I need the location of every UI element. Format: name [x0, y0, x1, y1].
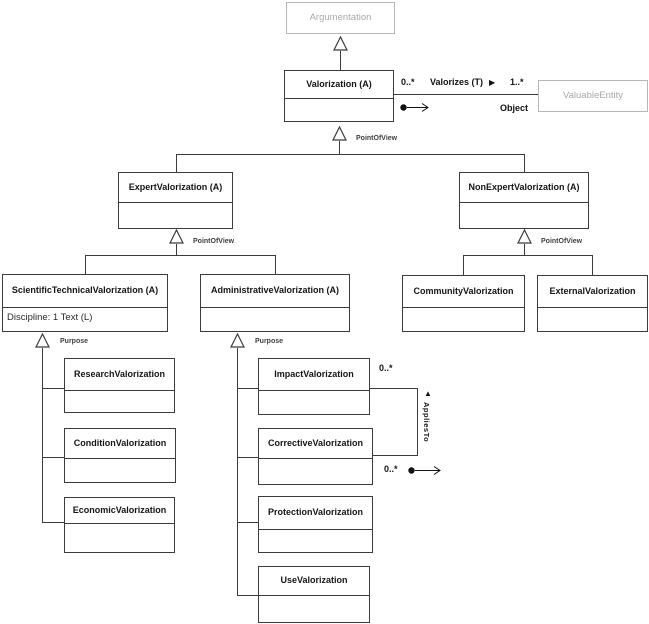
- generalization-set-label: PointOfView: [356, 135, 398, 142]
- class-title: AdministrativeValorization (A): [201, 275, 349, 308]
- class-attribute-compartment: [65, 524, 174, 532]
- association-direction-icon: ▲: [424, 389, 432, 398]
- class-title: EconomicValorization: [65, 498, 174, 524]
- generalization-line: [339, 141, 340, 154]
- association-name: Valorizes (T): [430, 77, 484, 87]
- class-attribute-compartment: [538, 308, 647, 316]
- class-valuable-entity[interactable]: ValuableEntity: [538, 80, 648, 112]
- class-research-valorization[interactable]: ResearchValorization: [64, 358, 175, 413]
- generalization-line: [463, 255, 464, 275]
- generalization-line: [237, 595, 258, 596]
- class-impact-valorization[interactable]: ImpactValorization: [258, 358, 370, 415]
- association-name: AppliesTo: [422, 402, 431, 443]
- class-title: ExpertValorization (A): [119, 173, 232, 203]
- class-attribute-compartment: [259, 530, 372, 538]
- class-title: CorrectiveValorization: [259, 429, 372, 459]
- generalization-line: [85, 255, 86, 274]
- class-expert-valorization[interactable]: ExpertValorization (A): [118, 172, 233, 229]
- generalization-line: [463, 255, 593, 256]
- class-attribute-compartment: [119, 203, 232, 211]
- class-attribute-compartment: [259, 596, 369, 604]
- generalization-arrow-icon: [332, 126, 347, 141]
- class-corrective-valorization[interactable]: CorrectiveValorization: [258, 428, 373, 485]
- navigability-dot-arrow-icon: [400, 103, 429, 112]
- generalization-line: [176, 154, 524, 155]
- class-title: ExternalValorization: [538, 276, 647, 308]
- class-attribute-compartment: [259, 459, 372, 467]
- generalization-arrow-icon: [333, 36, 348, 51]
- generalization-set-label: PointOfView: [193, 238, 235, 245]
- generalization-arrow-icon: [517, 229, 532, 244]
- generalization-line: [275, 255, 276, 274]
- generalization-arrow-icon: [35, 333, 50, 348]
- class-attribute-compartment: [285, 99, 393, 107]
- generalization-line: [42, 388, 64, 389]
- generalization-line: [237, 348, 238, 595]
- class-attribute-compartment: [201, 308, 349, 316]
- class-valorization[interactable]: Valorization (A): [284, 70, 394, 122]
- association-appliesto-line: [373, 455, 418, 456]
- class-attribute-compartment: [65, 459, 175, 467]
- class-title: CommunityValorization: [403, 276, 524, 308]
- class-title: ProtectionValorization: [259, 497, 372, 530]
- navigability-dot-arrow-icon: [408, 466, 441, 475]
- class-title: Valorization (A): [285, 71, 393, 99]
- class-title: ResearchValorization: [65, 359, 174, 391]
- class-title: UseValorization: [259, 567, 369, 596]
- class-nonexpert-valorization[interactable]: NonExpertValorization (A): [459, 172, 589, 229]
- class-title: NonExpertValorization (A): [460, 173, 588, 203]
- generalization-arrow-icon: [169, 229, 184, 244]
- generalization-line: [176, 244, 177, 255]
- generalization-arrow-icon: [230, 333, 245, 348]
- generalization-line: [340, 51, 341, 70]
- class-attribute: Discipline: 1 Text (L): [7, 312, 93, 323]
- association-target-multiplicity: 0..*: [384, 464, 398, 474]
- generalization-set-label: Purpose: [255, 338, 284, 345]
- class-title: ValuableEntity: [562, 90, 624, 102]
- association-role-label: Object: [500, 103, 529, 113]
- class-title: ScientificTechnicalValorization (A): [3, 275, 167, 308]
- class-attribute-compartment: [259, 391, 369, 399]
- association-target-multiplicity: 1..*: [510, 77, 524, 87]
- class-argumentation[interactable]: Argumentation: [286, 2, 395, 34]
- generalization-line: [237, 457, 258, 458]
- class-title: ImpactValorization: [259, 359, 369, 391]
- class-condition-valorization[interactable]: ConditionValorization: [64, 428, 176, 483]
- class-title: Argumentation: [309, 12, 372, 24]
- class-economic-valorization[interactable]: EconomicValorization: [64, 497, 175, 553]
- generalization-set-label: PointOfView: [541, 238, 583, 245]
- class-title: ConditionValorization: [65, 429, 175, 459]
- generalization-line: [176, 154, 177, 172]
- class-protection-valorization[interactable]: ProtectionValorization: [258, 496, 373, 553]
- generalization-line: [524, 244, 525, 255]
- association-valorizes-line: [394, 94, 538, 95]
- class-attribute-compartment: [460, 203, 588, 211]
- generalization-line: [42, 348, 43, 523]
- class-scientific-technical-valorization[interactable]: ScientificTechnicalValorization (A) Disc…: [2, 274, 168, 332]
- generalization-line: [524, 154, 525, 172]
- class-administrative-valorization[interactable]: AdministrativeValorization (A): [200, 274, 350, 332]
- class-attribute-compartment: [65, 391, 174, 399]
- generalization-line: [85, 255, 275, 256]
- association-direction-icon: ▶: [489, 78, 496, 87]
- association-source-multiplicity: 0..*: [379, 363, 393, 373]
- association-appliesto-line: [417, 388, 418, 455]
- generalization-line: [237, 522, 258, 523]
- class-community-valorization[interactable]: CommunityValorization: [402, 275, 525, 332]
- association-source-multiplicity: 0..*: [401, 77, 415, 87]
- generalization-set-label: Purpose: [60, 338, 89, 345]
- generalization-line: [237, 388, 258, 389]
- generalization-line: [42, 457, 64, 458]
- class-attribute-compartment: [403, 308, 524, 316]
- association-appliesto-line: [370, 388, 418, 389]
- generalization-line: [42, 522, 64, 523]
- class-use-valorization[interactable]: UseValorization: [258, 566, 370, 623]
- class-external-valorization[interactable]: ExternalValorization: [537, 275, 648, 332]
- generalization-line: [592, 255, 593, 275]
